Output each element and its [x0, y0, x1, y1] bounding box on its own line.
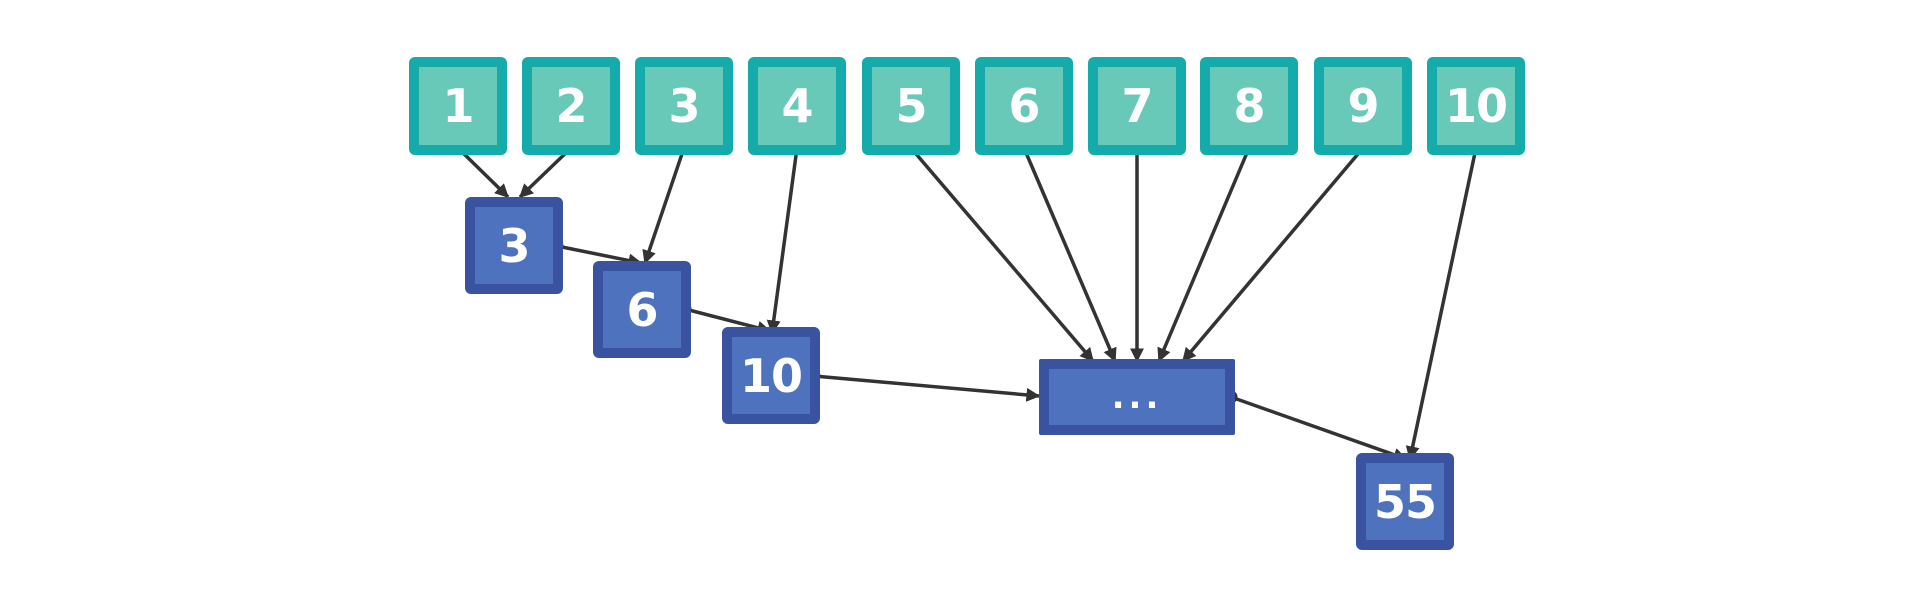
- edge-in10-to-s55: [1405, 147, 1478, 461]
- input-node-7: 7: [1088, 57, 1186, 155]
- edge-in2-to-s3: [518, 146, 573, 199]
- edge-in8-to-sdots: [1157, 147, 1251, 363]
- edge-in9-to-sdots: [1181, 146, 1365, 363]
- input-node-1: 1: [409, 57, 507, 155]
- sum-node-6: 6: [593, 261, 691, 358]
- input-node-10: 10: [1427, 57, 1525, 155]
- input-node-8: 8: [1200, 57, 1298, 155]
- sum-node-ellipsis: ...: [1039, 359, 1235, 435]
- edge-in6-to-sdots: [1022, 147, 1117, 363]
- edge-s3-to-s6: [556, 244, 643, 268]
- sum-node-55: 55: [1356, 453, 1454, 550]
- edge-sdots-to-s55: [1230, 395, 1408, 462]
- input-node-5: 5: [862, 57, 960, 155]
- input-node-4: 4: [748, 57, 846, 155]
- input-node-2: 2: [522, 57, 620, 155]
- edge-in5-to-sdots: [909, 146, 1095, 363]
- edge-s10-to-sdots: [813, 374, 1041, 402]
- input-node-9: 9: [1314, 57, 1412, 155]
- sum-node-3: 3: [465, 197, 563, 294]
- input-node-3: 3: [635, 57, 733, 155]
- input-node-6: 6: [975, 57, 1073, 155]
- edge-in1-to-s3: [456, 146, 510, 199]
- edge-in3-to-s6: [642, 147, 686, 265]
- sum-node-10: 10: [722, 327, 820, 424]
- edge-in4-to-s10: [766, 147, 799, 335]
